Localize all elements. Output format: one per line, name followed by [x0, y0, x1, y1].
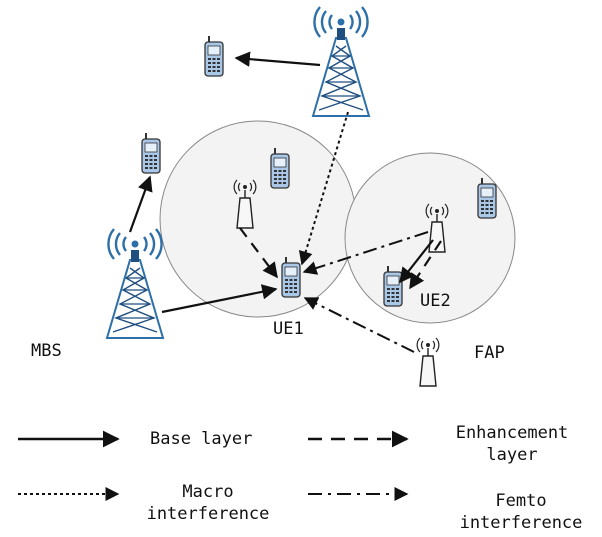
- enhancement-layer-link-fap-to-ue2: [409, 240, 442, 290]
- mobile-phone-icon-top: [204, 35, 224, 77]
- mobile-phone-icon-ue1: [281, 256, 301, 298]
- legend-base-layer-label: Base layer: [150, 429, 253, 449]
- label-ue2: UE2: [420, 291, 451, 311]
- label-fap: FAP: [474, 343, 505, 363]
- legend-macro-interference-line-1: Macro: [182, 482, 234, 502]
- mobile-phone-icon-left: [141, 132, 161, 174]
- femto-interference-link-bottom-fap: [303, 297, 415, 353]
- enhancement-layer-link-fap-to-ue1: [239, 227, 278, 279]
- mobile-phone-icon-ue2: [383, 265, 403, 307]
- base-layer-link-mbs-to-ue1: [161, 284, 278, 314]
- macro-base-station-icon-top: [311, 5, 371, 118]
- legend-enhancement-layer-label: Enhancement layer: [442, 422, 582, 466]
- base-layer-link-mbs-to-phone: [128, 175, 153, 233]
- legend-macro-interference-label: Macro interference: [138, 481, 278, 525]
- femto-access-point-icon-bottom: [416, 337, 440, 387]
- base-layer-link-top-tower-to-phone: [234, 51, 321, 67]
- legend-enhancement-layer-line-1: Enhancement: [455, 423, 569, 443]
- label-mbs: MBS: [31, 341, 62, 361]
- legend-enhancement-layer-line-2: layer: [486, 445, 538, 465]
- legend-femto-interference-line-1: Femto: [495, 491, 547, 511]
- macro-base-station-icon-mbs: [105, 227, 165, 340]
- label-ue1: UE1: [273, 319, 304, 339]
- femto-interference-link-right-fap: [302, 231, 429, 275]
- base-layer-link-fap-to-ue2: [399, 239, 434, 284]
- legend-femto-interference-line-2: interference: [459, 513, 583, 533]
- legend-femto-interference-label: Femto interference: [451, 490, 591, 534]
- legend-macro-interference-line-2: interference: [146, 504, 270, 524]
- macro-interference-link: [298, 111, 349, 266]
- mobile-phone-icon-right: [477, 177, 497, 219]
- mobile-phone-icon-center: [270, 147, 290, 189]
- femto-cell-coverage-left: [159, 120, 357, 318]
